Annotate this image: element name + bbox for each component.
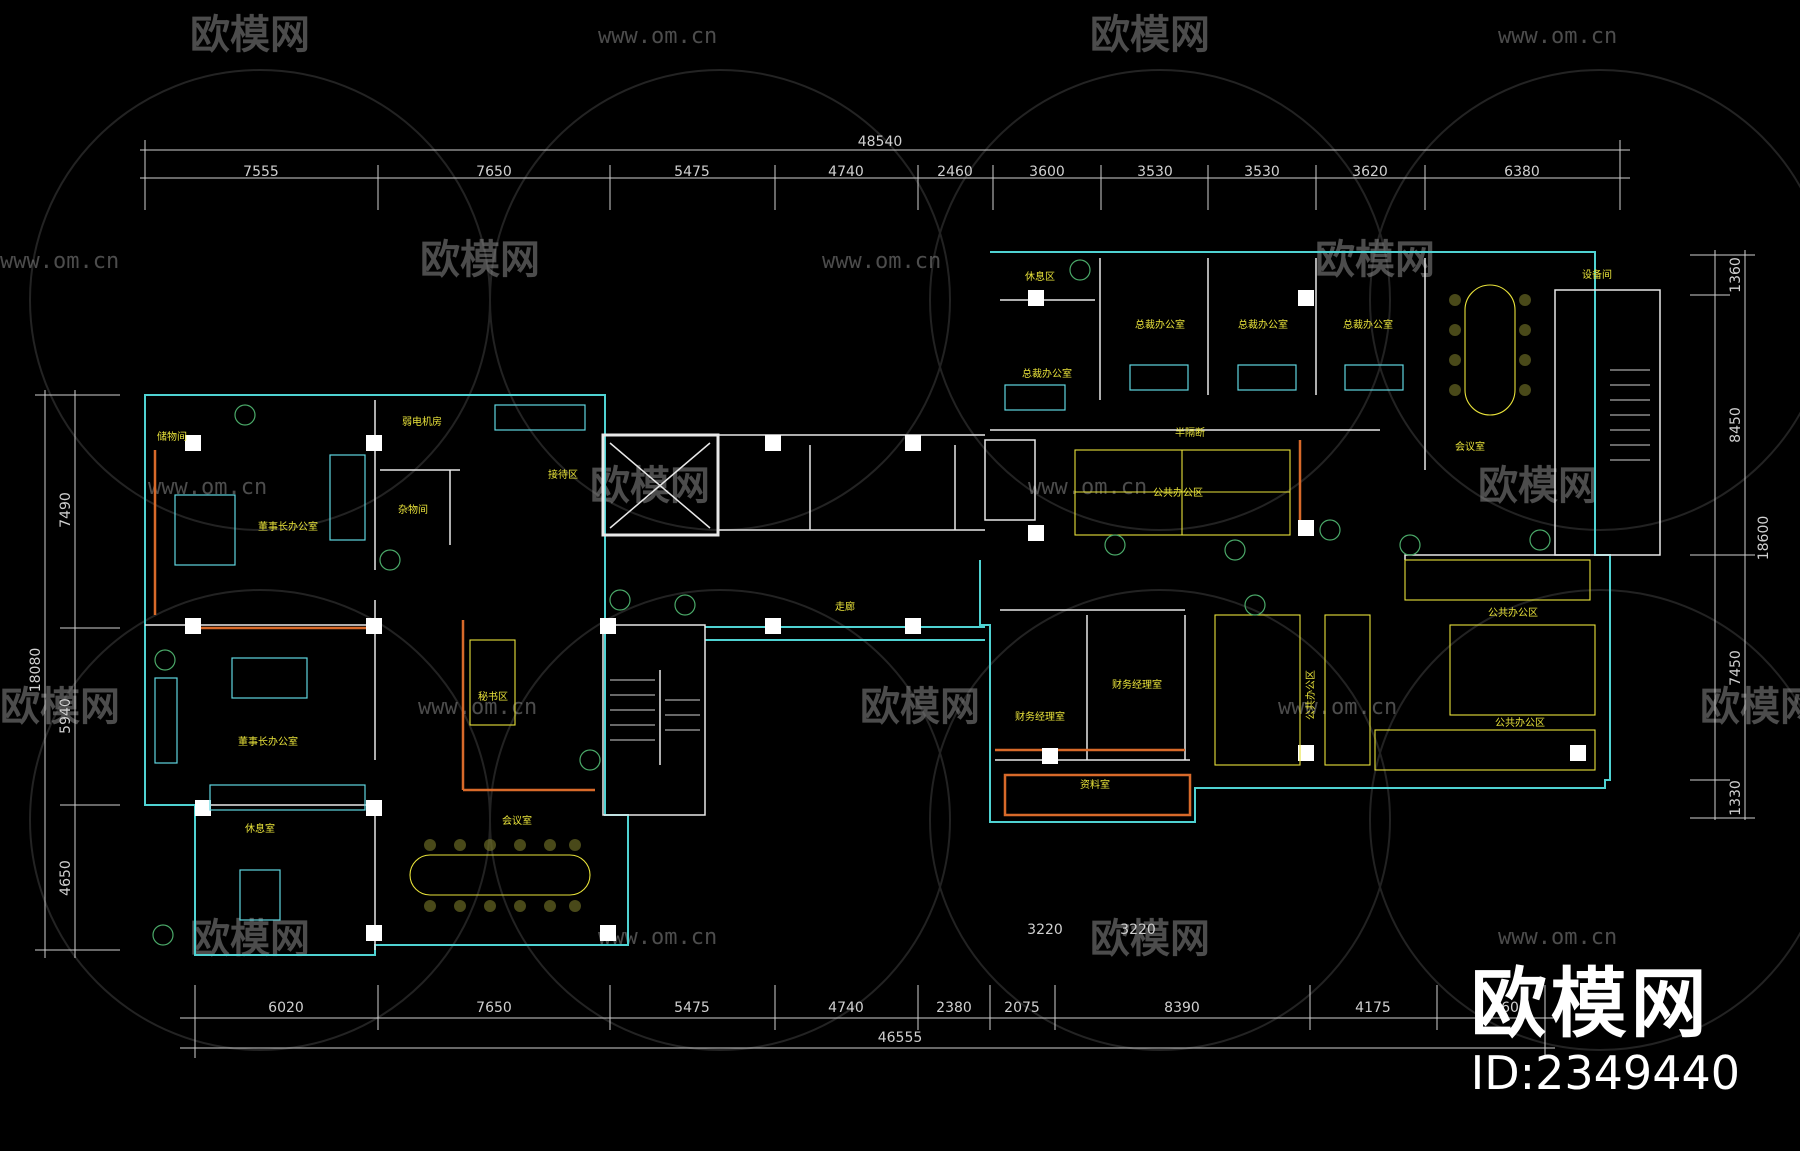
dim-top-seg: 3620 <box>1352 164 1388 180</box>
dim-right-seg: 8450 <box>1728 407 1744 443</box>
structural-columns <box>185 290 1586 941</box>
room-label: 休息区 <box>1025 270 1055 283</box>
dim-bottom-seg: 2075 <box>1004 1000 1040 1016</box>
dim-right-seg: 7450 <box>1728 650 1744 686</box>
staircases <box>610 369 1650 741</box>
watermark-url: www.om.cn <box>822 249 941 274</box>
watermark-logo: 欧模网 <box>0 684 120 730</box>
dim-bottom-seg: 4740 <box>828 1000 864 1016</box>
partitions <box>153 440 1302 817</box>
room-label: 总裁办公室 <box>1022 367 1072 380</box>
watermark-logo: 欧模网 <box>1700 684 1800 730</box>
dim-inner: 3220 <box>1120 922 1156 938</box>
room-label: 财务经理室 <box>1112 678 1162 691</box>
watermark-url: www.om.cn <box>1498 24 1617 49</box>
dim-bottom-seg: 7650 <box>476 1000 512 1016</box>
watermark-logo: 欧模网 <box>420 237 540 283</box>
inner-walls <box>145 258 1661 950</box>
dimension-labels: 48540 7555 7650 5475 4740 2460 3600 3530… <box>28 134 1772 1046</box>
dim-inner: 3220 <box>1027 922 1063 938</box>
dim-top-seg: 6380 <box>1504 164 1540 180</box>
brand-id: ID:2349440 <box>1470 1045 1740 1100</box>
watermark-logo: 欧模网 <box>1315 237 1435 283</box>
room-label: 储物间 <box>157 430 187 443</box>
room-label: 公共办公区 <box>1488 606 1538 619</box>
dim-bottom-total: 46555 <box>878 1030 923 1046</box>
room-label: 会议室 <box>1455 440 1485 453</box>
room-label: 弱电机房 <box>402 415 442 428</box>
watermark-logo: 欧模网 <box>1478 463 1598 509</box>
room-label: 公共办公区 <box>1153 486 1203 499</box>
dim-bottom-seg: 8390 <box>1164 1000 1200 1016</box>
room-label: 董事长办公室 <box>238 735 298 748</box>
dim-top-seg: 4740 <box>828 164 864 180</box>
room-label: 秘书区 <box>478 690 508 703</box>
room-label: 半隔断 <box>1175 426 1205 439</box>
watermark-logo: 欧模网 <box>860 684 980 730</box>
room-label: 设备间 <box>1582 268 1612 281</box>
watermark-url: www.om.cn <box>0 249 119 274</box>
room-label: 资料室 <box>1080 778 1110 791</box>
room-label: 公共办公区 <box>1304 670 1317 720</box>
watermark-layer: 欧模网 www.om.cn 欧模网 www.om.cn www.om.cn 欧模… <box>0 12 1800 1051</box>
furniture-yellow <box>409 284 1596 896</box>
dim-top-seg: 3530 <box>1137 164 1173 180</box>
room-label: 走廊 <box>835 600 855 613</box>
watermark-url: www.om.cn <box>418 695 537 720</box>
room-label: 公共办公区 <box>1495 716 1545 729</box>
watermark-url: www.om.cn <box>1278 695 1397 720</box>
dim-top-seg: 3530 <box>1244 164 1280 180</box>
watermark-logo: 欧模网 <box>190 12 310 58</box>
dim-right-total: 18600 <box>1756 516 1772 561</box>
dim-top-seg: 5475 <box>674 164 710 180</box>
dim-left-total: 18080 <box>28 648 44 693</box>
brand-watermark: 欧模网 ID:2349440 <box>1470 958 1740 1101</box>
dimension-lines <box>35 140 1755 1058</box>
room-label: 总裁办公室 <box>1135 318 1185 331</box>
watermark-url: www.om.cn <box>1028 475 1147 500</box>
room-label: 董事长办公室 <box>258 520 318 533</box>
dim-bottom-seg: 5475 <box>674 1000 710 1016</box>
dim-top-seg: 7555 <box>243 164 279 180</box>
room-label: 休息室 <box>245 822 275 835</box>
dim-top-seg: 3600 <box>1029 164 1065 180</box>
plants <box>152 259 1551 946</box>
dim-top-seg: 7650 <box>476 164 512 180</box>
room-label: 杂物间 <box>398 503 428 516</box>
room-label: 会议室 <box>502 814 532 827</box>
dim-top-seg: 2460 <box>937 164 973 180</box>
dim-right-seg: 1330 <box>1728 780 1744 816</box>
watermark-url: www.om.cn <box>148 475 267 500</box>
room-label: 总裁办公室 <box>1343 318 1393 331</box>
watermark-logo: 欧模网 <box>590 463 710 509</box>
watermark-url: www.om.cn <box>598 24 717 49</box>
dim-left-seg: 5940 <box>58 698 74 734</box>
dim-right-seg: 1360 <box>1728 257 1744 293</box>
room-labels: 储物间 董事长办公室 弱电机房 杂物间 接待区 董事长办公室 秘书区 休息室 会… <box>157 268 1612 835</box>
dim-bottom-seg: 2380 <box>936 1000 972 1016</box>
room-label: 财务经理室 <box>1015 710 1065 723</box>
dim-top-total: 48540 <box>858 134 903 150</box>
furniture-cyan <box>154 364 1404 921</box>
chairs <box>424 294 1531 912</box>
watermark-url: www.om.cn <box>1498 925 1617 950</box>
dim-left-seg: 4650 <box>58 860 74 896</box>
room-label: 接待区 <box>548 468 578 481</box>
dim-bottom-seg: 5600 <box>1492 1000 1528 1016</box>
room-label: 总裁办公室 <box>1238 318 1288 331</box>
dim-bottom-seg: 6020 <box>268 1000 304 1016</box>
watermark-logo: 欧模网 <box>1090 916 1210 962</box>
dim-bottom-seg: 4175 <box>1355 1000 1391 1016</box>
brand-logo: 欧模网 <box>1470 958 1711 1048</box>
dim-left-seg: 7490 <box>58 492 74 528</box>
outer-walls <box>144 251 1611 956</box>
watermark-logo: 欧模网 <box>1090 12 1210 58</box>
